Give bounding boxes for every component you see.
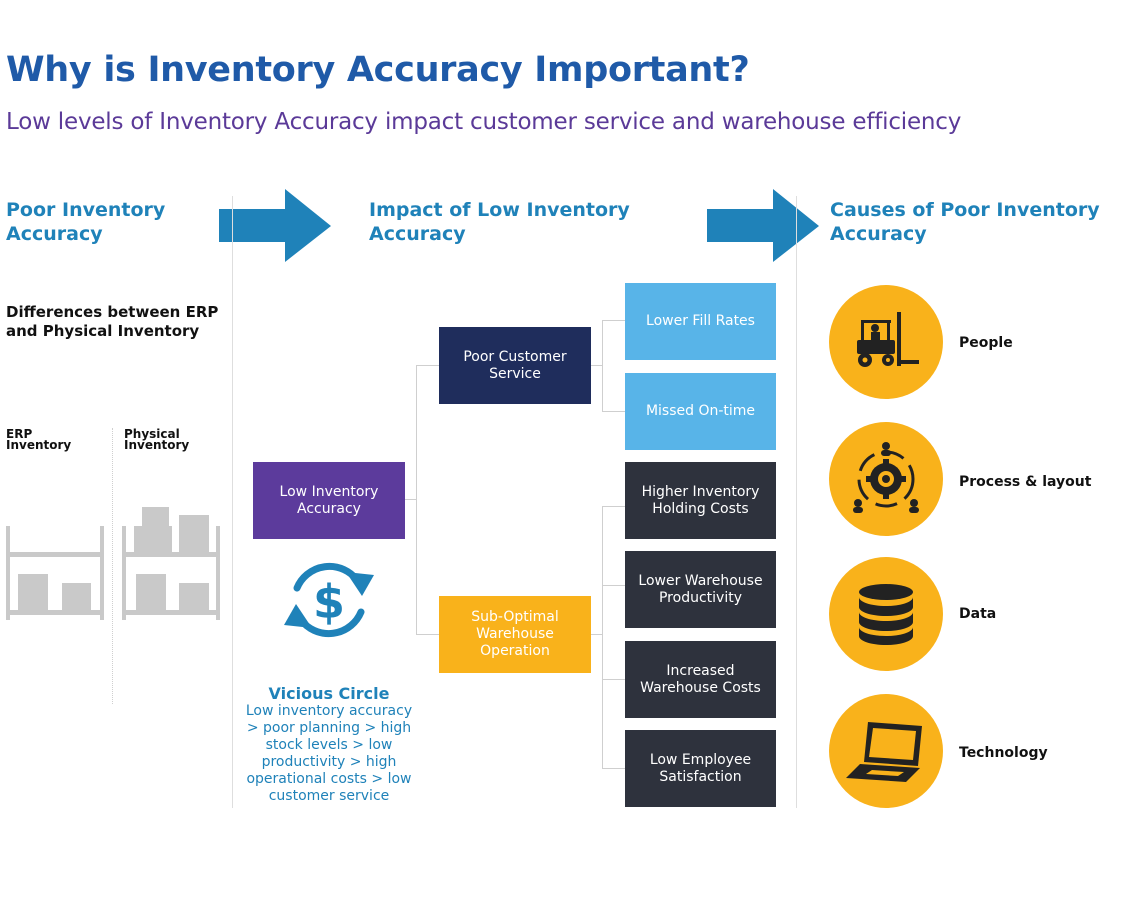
- differences-label: Differences between ERP and Physical Inv…: [6, 303, 219, 340]
- process-circle: [829, 422, 943, 536]
- connector: [416, 365, 417, 634]
- database-icon: [859, 584, 913, 645]
- cause-technology-label: Technology: [959, 745, 1048, 761]
- people-circle: [829, 285, 943, 399]
- lower-fill-rates-box: Lower Fill Rates: [625, 283, 776, 360]
- cause-data-label: Data: [959, 606, 997, 622]
- connector: [602, 768, 625, 769]
- connector: [602, 679, 625, 680]
- dollar-cycle-icon: $: [284, 562, 374, 638]
- column-divider: [796, 196, 797, 808]
- vicious-circle-title: Vicious Circle: [268, 684, 390, 703]
- page-subtitle: Low levels of Inventory Accuracy impact …: [6, 109, 962, 135]
- vicious-circle-text: Low inventory accuracy > poor planning >…: [245, 703, 413, 804]
- connector: [416, 634, 439, 635]
- forklift-icon: [857, 312, 919, 367]
- connector: [602, 411, 625, 412]
- page-title: Why is Inventory Accuracy Important?: [6, 50, 750, 90]
- laptop-icon: [846, 722, 922, 782]
- connector: [602, 506, 603, 769]
- connector: [602, 506, 625, 507]
- heading-impact: Impact of Low Inventory Accuracy: [369, 199, 630, 245]
- missed-on-time-box: Missed On-time: [625, 373, 776, 450]
- arrow-right-icon: [219, 189, 331, 262]
- heading-causes: Causes of Poor Inventory Accuracy: [830, 199, 1100, 245]
- connector: [590, 365, 602, 366]
- inventory-divider: [112, 428, 113, 704]
- technology-circle: [829, 694, 943, 808]
- connector: [602, 320, 625, 321]
- cause-process-label: Process & layout: [959, 474, 1092, 490]
- data-circle: [829, 557, 943, 671]
- physical-inventory-label: Physical Inventory: [124, 427, 190, 452]
- physical-shelf-icon: [122, 507, 220, 620]
- column-divider: [232, 196, 233, 808]
- connector: [602, 320, 603, 412]
- svg-text:$: $: [313, 575, 345, 629]
- gear-people-icon: [853, 442, 919, 513]
- connector: [590, 634, 602, 635]
- connector: [602, 585, 625, 586]
- erp-shelf-icon: [6, 526, 104, 620]
- heading-poor-inventory: Poor Inventory Accuracy: [6, 199, 166, 245]
- cause-people-label: People: [959, 335, 1013, 351]
- arrow-right-icon: [707, 189, 819, 262]
- connector: [416, 365, 439, 366]
- connector: [404, 499, 416, 500]
- erp-inventory-label: ERP Inventory: [6, 427, 72, 452]
